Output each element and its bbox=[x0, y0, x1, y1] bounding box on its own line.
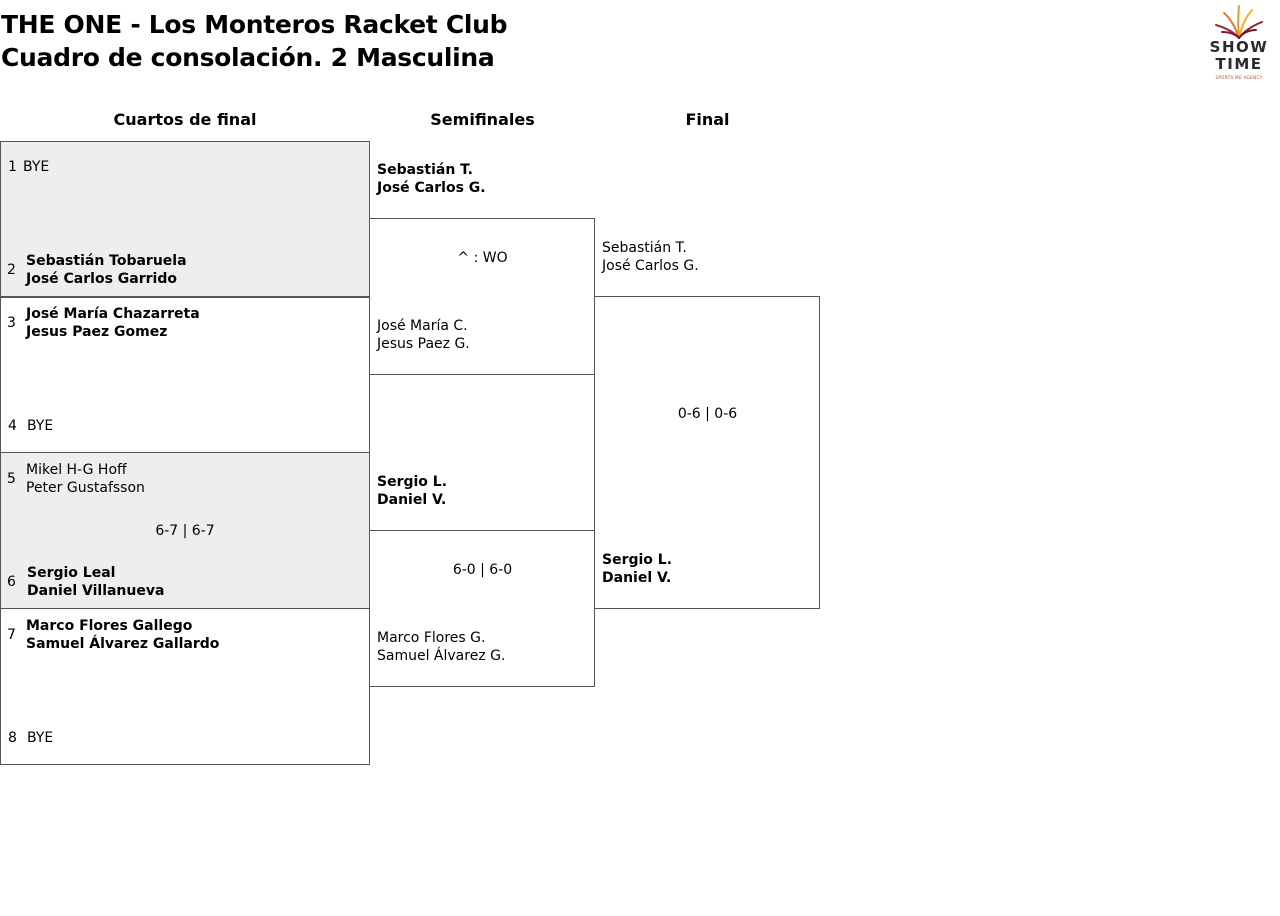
player-name: Mikel H-G Hoff bbox=[26, 462, 127, 478]
player-name: José María C. bbox=[377, 318, 468, 334]
seed-number: 2 bbox=[7, 262, 16, 278]
seed-number: 7 bbox=[7, 627, 16, 643]
round-header-quarterfinals: Cuartos de final bbox=[113, 110, 257, 129]
bye-entry: BYE bbox=[23, 159, 50, 175]
round-header-semifinals: Semifinales bbox=[430, 110, 535, 129]
player-name: Daniel V. bbox=[377, 492, 447, 508]
player-name: Jesus Paez G. bbox=[377, 336, 470, 352]
match-score: ^ : WO bbox=[457, 250, 508, 266]
logo-word-show: SHOW bbox=[1209, 38, 1269, 56]
player-name: Sebastián Tobaruela bbox=[26, 253, 187, 269]
seed-number: 3 bbox=[7, 315, 16, 331]
player-name: Sebastián T. bbox=[377, 162, 473, 178]
logo-tagline: SPORTS ME AGENCY bbox=[1215, 75, 1263, 80]
match-score: 0-6 | 0-6 bbox=[677, 406, 738, 422]
logo-word-time: TIME bbox=[1215, 55, 1263, 73]
final-match bbox=[594, 296, 820, 609]
draw-name: Cuadro de consolación. 2 Masculina bbox=[1, 43, 495, 72]
quarterfinal-match-1 bbox=[0, 141, 370, 298]
seed-number: 1 bbox=[8, 159, 17, 175]
seed-number: 6 bbox=[7, 574, 16, 590]
player-name: Sebastián T. bbox=[602, 240, 687, 256]
semifinal-match-2 bbox=[369, 530, 595, 687]
bye-entry: BYE bbox=[27, 730, 54, 746]
player-name: José María Chazarreta bbox=[26, 306, 200, 322]
player-name: Marco Flores Gallego bbox=[26, 618, 193, 634]
player-name: José Carlos G. bbox=[602, 258, 699, 274]
tournament-name: THE ONE - Los Monteros Racket Club bbox=[1, 10, 508, 39]
player-name: Jesus Paez Gomez bbox=[26, 324, 168, 340]
seed-number: 5 bbox=[7, 471, 16, 487]
seed-number: 4 bbox=[8, 418, 17, 434]
player-name: José Carlos Garrido bbox=[26, 271, 177, 287]
player-name: Sergio Leal bbox=[27, 565, 116, 581]
player-name: José Carlos G. bbox=[377, 180, 486, 196]
seed-number: 8 bbox=[8, 730, 17, 746]
player-name: Marco Flores G. bbox=[377, 630, 486, 646]
page-title: THE ONE - Los Monteros Racket Club Cuadr… bbox=[1, 8, 508, 74]
showtime-logo: SHOW TIME SPORTS ME AGENCY bbox=[1208, 2, 1270, 82]
bye-entry: BYE bbox=[27, 418, 54, 434]
fireworks-burst-icon bbox=[1215, 5, 1263, 39]
match-score: 6-7 | 6-7 bbox=[155, 523, 215, 539]
player-name: Sergio L. bbox=[602, 552, 673, 568]
round-header-final: Final bbox=[685, 110, 730, 129]
player-name: Daniel V. bbox=[602, 570, 672, 586]
match-score: 6-0 | 6-0 bbox=[452, 562, 513, 578]
quarterfinal-match-3 bbox=[0, 452, 370, 609]
player-name: Daniel Villanueva bbox=[27, 583, 165, 599]
player-name: Sergio L. bbox=[377, 474, 448, 490]
player-name: Samuel Álvarez G. bbox=[377, 648, 506, 664]
semifinal-match-1 bbox=[369, 218, 595, 375]
player-name: Peter Gustafsson bbox=[26, 480, 145, 496]
player-name: Samuel Álvarez Gallardo bbox=[26, 636, 220, 652]
